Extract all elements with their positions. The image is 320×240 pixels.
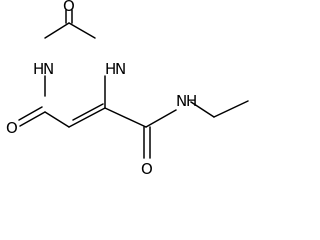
bond-c6-o-left-1 (19, 111, 46, 127)
bond-c4-camide (104, 107, 147, 128)
bond-c2-n1 (44, 22, 70, 39)
bond-camide-n (145, 109, 177, 128)
atom-o-amide: O (141, 160, 153, 177)
bond-c2-n3 (68, 22, 96, 39)
bond-n-ch2 (190, 101, 215, 118)
bond-c5-c4 (68, 107, 106, 128)
bond-c6-o-left-2 (18, 106, 43, 121)
bond-c5-c4-inner (72, 103, 104, 121)
bond-c6-c5 (44, 111, 70, 128)
atom-h-n3: H (105, 60, 116, 78)
atom-h-amide: H (186, 92, 197, 110)
atom-o-left: O (6, 119, 18, 137)
atom-n-amide: N (176, 92, 187, 110)
atom-o-top: O (63, 0, 75, 15)
atom-n1: N (43, 60, 54, 78)
atom-n3: N (115, 60, 126, 78)
chemical-structure: O H N H N O N H O (6, 0, 249, 177)
atom-h-n1: H (33, 60, 44, 78)
bond-ch2-ch3 (213, 100, 249, 118)
